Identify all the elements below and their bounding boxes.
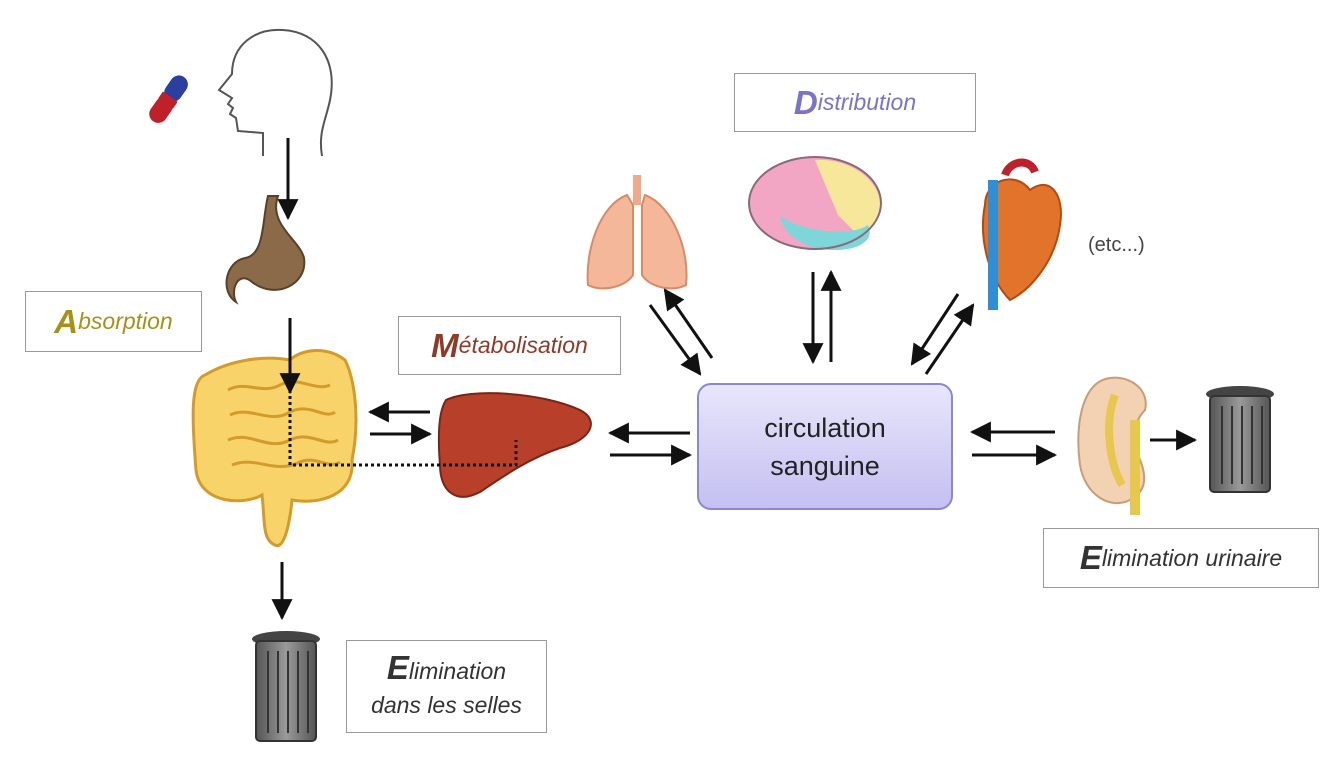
label-elimination-urinaire-rest: limination urinaire [1101, 544, 1283, 571]
label-elimination-selles-initial: E [386, 649, 409, 686]
arrow-circulation-to-heart [924, 303, 975, 375]
label-elimination-selles-rest: limination [408, 658, 507, 684]
label-distribution-rest: istribution [817, 89, 917, 115]
trash-can-icon [1206, 386, 1274, 493]
label-metabolisation-rest: étabolisation [458, 332, 588, 358]
stomach-icon [225, 195, 306, 305]
label-absorption-initial: A [54, 302, 79, 340]
label-metabolisation-initial: M [431, 326, 459, 364]
lungs-icon [586, 175, 688, 290]
circulation-line1: circulation [764, 412, 886, 443]
etc-text: (etc...) [1088, 234, 1145, 256]
kidney-icon [1077, 376, 1147, 515]
label-distribution-initial: D [793, 83, 818, 121]
brain-icon [748, 156, 882, 250]
arrow-circulation-to-lungs [663, 288, 714, 359]
circulation-sanguine-box: circulation sanguine [697, 383, 953, 510]
arrow-lungs-to-circulation [648, 304, 702, 376]
head-outline-icon [217, 28, 333, 157]
label-elimination-selles-line2: dans les selles [371, 692, 522, 718]
label-elimination-urinaire-initial: E [1079, 539, 1102, 576]
label-absorption-rest: bsorption [78, 308, 173, 334]
intestine-icon [191, 349, 358, 547]
trash-can-icon [252, 631, 320, 742]
pill-icon [149, 75, 188, 123]
circulation-line2: sanguine [770, 450, 880, 481]
arrow-heart-to-circulation [910, 293, 960, 366]
label-elimination-selles-line1: Elimination [387, 651, 507, 690]
portal-dotted-line [288, 372, 518, 467]
label-elimination-selles: Elimination dans les selles [346, 640, 547, 733]
liver-icon [437, 392, 592, 498]
heart-icon [982, 158, 1062, 310]
